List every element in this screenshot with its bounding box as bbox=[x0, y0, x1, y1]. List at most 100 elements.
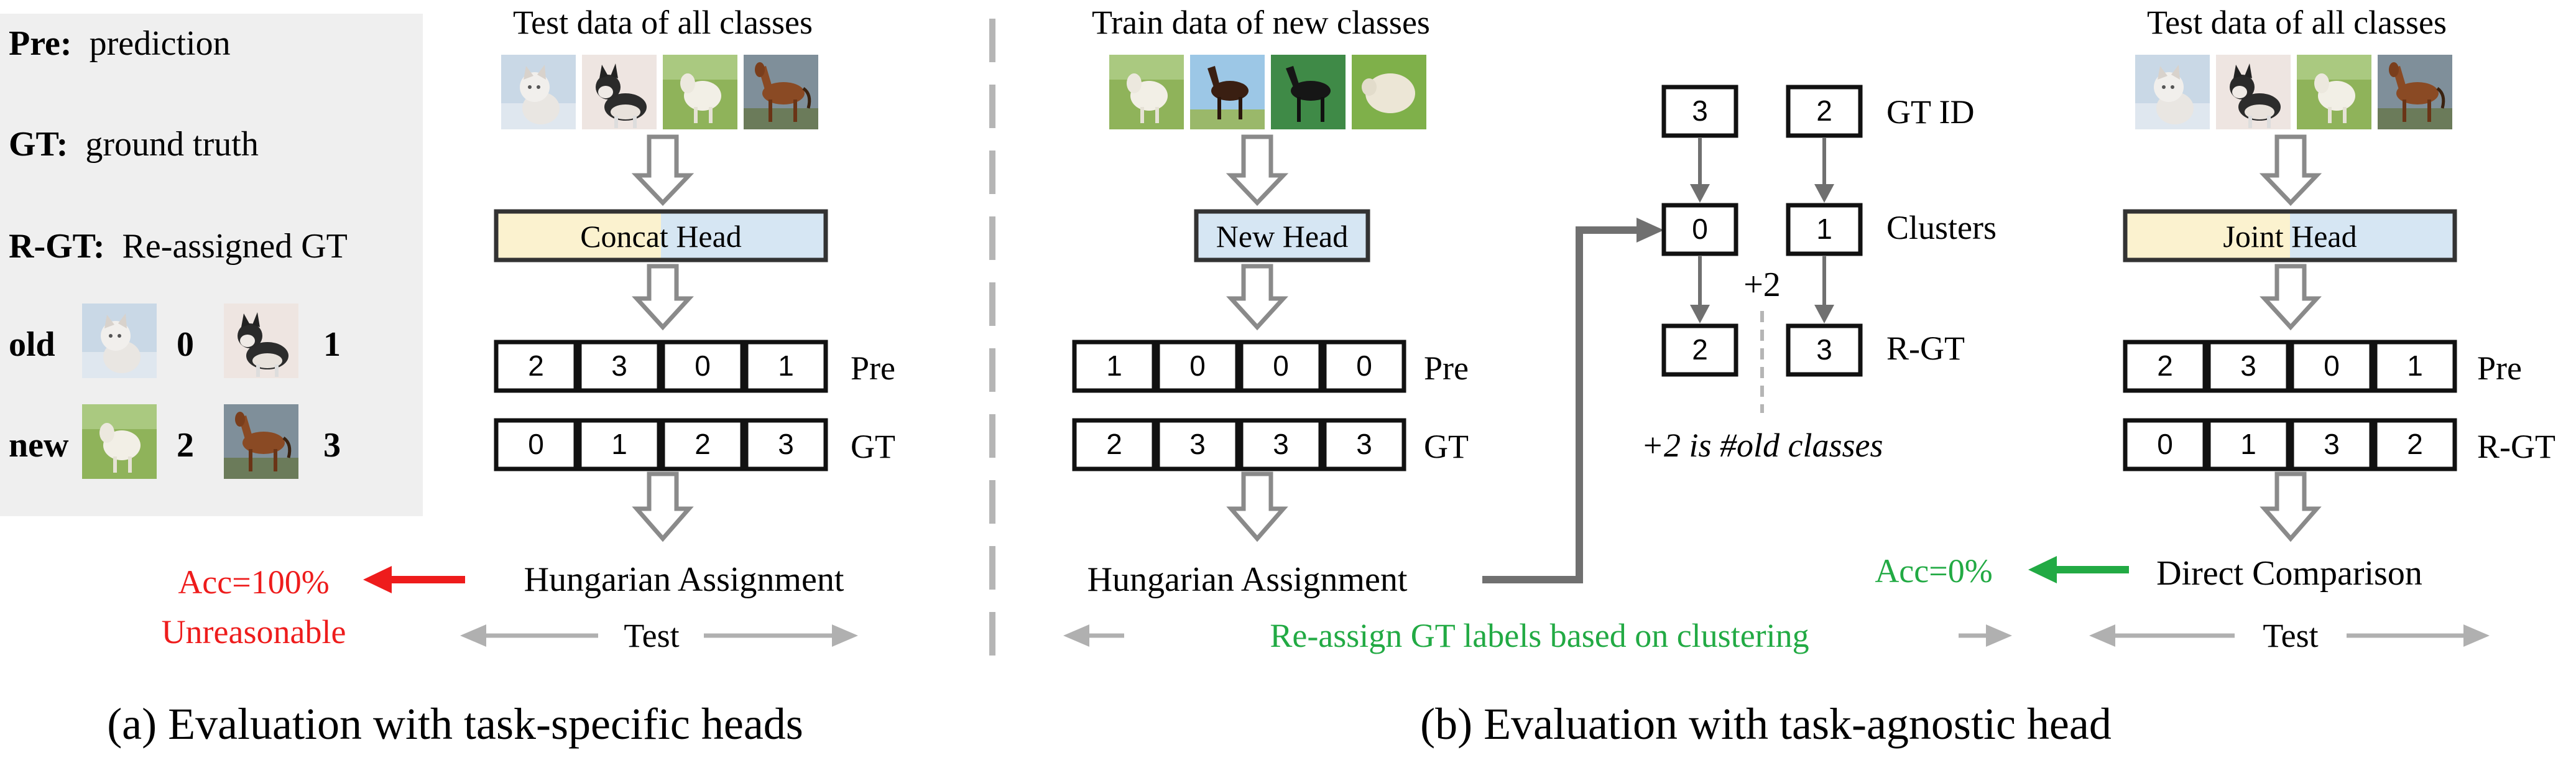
panel-b-left-down-arrow-2 bbox=[1226, 264, 1288, 331]
pre-value: 0 bbox=[2324, 350, 2340, 382]
gt-value: 3 bbox=[1356, 428, 1372, 460]
legend-new-id-3: 3 bbox=[323, 426, 341, 465]
panel-b-left-down-arrow-1 bbox=[1226, 134, 1289, 206]
gt-value: 3 bbox=[1273, 428, 1289, 460]
panel-b-right-horse-image bbox=[2378, 55, 2452, 129]
pre-cell bbox=[494, 340, 578, 393]
pre-value: 0 bbox=[695, 350, 711, 382]
legend-background bbox=[0, 14, 423, 516]
panel-b-left: Train data of new classes New Head 1 0 0… bbox=[1072, 4, 1664, 599]
pre-cell bbox=[1155, 340, 1240, 393]
gt-value: 2 bbox=[1106, 428, 1122, 460]
gt-cell bbox=[1072, 418, 1156, 471]
pre-value: 3 bbox=[611, 350, 627, 382]
panel-a-test-range-left-head bbox=[460, 624, 486, 647]
gt-id-cell-0 bbox=[1661, 85, 1738, 138]
panel-b-test-label: Test bbox=[2263, 617, 2318, 654]
panel-b-left-down-arrow-3 bbox=[1226, 471, 1288, 542]
gt-cell bbox=[494, 418, 578, 471]
panel-a: Test data of all classes Concat Head 2 3… bbox=[107, 4, 895, 749]
panel-b-right-rgt-row: 0 1 3 2 bbox=[2123, 418, 2457, 471]
panel-b-left-pre-label: Pre bbox=[1424, 350, 1469, 387]
joint-head-label: Joint Head bbox=[2223, 219, 2357, 254]
panel-b-mid: 3 2 GT ID 0 1 Clusters +2 2 3 R-GT +2 is… bbox=[1063, 85, 2012, 656]
legend-new-id-2: 2 bbox=[177, 426, 194, 465]
legend-gt: GT: ground truth bbox=[9, 125, 259, 164]
pre-value: 0 bbox=[1356, 350, 1372, 382]
panel-b-left-gt-row: 2 3 3 3 bbox=[1072, 418, 1406, 471]
panel-a-test-label: Test bbox=[624, 617, 679, 654]
panel-b-right-husky-image bbox=[2216, 55, 2291, 129]
panel-b-test-range-left-head bbox=[2089, 624, 2115, 647]
panel-a-test-label-bg bbox=[598, 616, 704, 656]
legend-pre-value: prediction bbox=[90, 24, 231, 63]
panel-a-horse-image bbox=[744, 55, 818, 129]
legend-old-label: old bbox=[9, 325, 55, 364]
gt-value: 3 bbox=[778, 428, 794, 460]
pre-cell bbox=[1239, 340, 1323, 393]
rgt-value: 2 bbox=[2407, 428, 2423, 460]
panel-b-right-down-arrow-3 bbox=[2260, 471, 2322, 542]
panel-a-down-arrow-3 bbox=[632, 471, 694, 542]
gt-cell bbox=[1322, 418, 1406, 471]
legend-pre: Pre: prediction bbox=[9, 24, 231, 63]
rgt-cell bbox=[2206, 418, 2291, 471]
cluster-value-0: 0 bbox=[1692, 213, 1708, 245]
gt-value: 2 bbox=[695, 428, 711, 460]
rgt-value: 3 bbox=[2324, 428, 2340, 460]
rgt-cell-1 bbox=[1786, 323, 1863, 377]
gt-cell bbox=[1239, 418, 1323, 471]
gt-cell bbox=[577, 418, 662, 471]
pre-cell bbox=[2123, 340, 2207, 393]
panel-b-train-black-horse-image bbox=[1271, 55, 1346, 129]
pre-value: 1 bbox=[2407, 350, 2423, 382]
new-head-box bbox=[1194, 209, 1370, 262]
legend-panel: Pre: prediction GT: ground truth R-GT: R… bbox=[0, 14, 423, 516]
rgt-cell bbox=[2373, 418, 2457, 471]
pre-value: 0 bbox=[1189, 350, 1206, 382]
legend-husky-image bbox=[224, 304, 298, 378]
clusters-label: Clusters bbox=[1886, 209, 1997, 246]
gt-id-value-1: 2 bbox=[1816, 95, 1832, 127]
cluster-value-1: 1 bbox=[1816, 213, 1832, 245]
panel-b-right-rgt-label: R-GT bbox=[2477, 428, 2555, 465]
pre-value: 1 bbox=[778, 350, 794, 382]
panel-b-test-label-bg bbox=[2235, 616, 2347, 656]
pre-value: 2 bbox=[2157, 350, 2173, 382]
panel-a-husky-image bbox=[582, 55, 657, 129]
pre-cell bbox=[577, 340, 662, 393]
rgt-value: 1 bbox=[2240, 428, 2256, 460]
panel-a-test-range-right-head bbox=[832, 624, 858, 647]
legend-old-id-0: 0 bbox=[177, 325, 194, 364]
rgt-label: R-GT bbox=[1886, 330, 1965, 367]
panel-b-left-title: Train data of new classes bbox=[1092, 4, 1430, 41]
panel-b-left-pre-row: 1 0 0 0 bbox=[1072, 340, 1406, 393]
acc-red-arrow-head bbox=[363, 566, 392, 593]
legend-old-id-1: 1 bbox=[323, 325, 341, 364]
acc-green-arrow-head bbox=[2028, 556, 2057, 583]
legend-rgt-key: R-GT: bbox=[9, 227, 105, 266]
pre-cell bbox=[2206, 340, 2291, 393]
assignment-to-clusters-arrowhead bbox=[1637, 218, 1664, 243]
pre-value: 3 bbox=[2240, 350, 2256, 382]
panel-b-right-sheep-image bbox=[2297, 55, 2371, 129]
pre-value: 0 bbox=[1273, 350, 1289, 382]
legend-rgt-value: Re-assigned GT bbox=[122, 227, 348, 266]
pre-value: 2 bbox=[528, 350, 544, 382]
reassign-range-right-head bbox=[1986, 624, 2012, 647]
pre-cell bbox=[1072, 340, 1156, 393]
gt-value: 3 bbox=[1189, 428, 1206, 460]
rgt-value-1: 3 bbox=[1816, 333, 1832, 366]
rgt-value-0: 2 bbox=[1692, 333, 1708, 366]
panel-b-train-sheep-image bbox=[1109, 55, 1184, 129]
panel-b-train-horse-image bbox=[1190, 55, 1265, 129]
panel-a-caption: (a) Evaluation with task-specific heads bbox=[107, 699, 803, 749]
concat-head-label: Concat Head bbox=[580, 219, 742, 254]
gt-id-to-cluster-head-1 bbox=[1814, 184, 1834, 203]
pre-cell bbox=[744, 340, 828, 393]
joint-head-box bbox=[2123, 209, 2457, 262]
panel-b-right-kitten-image bbox=[2135, 55, 2210, 129]
gt-cell bbox=[660, 418, 745, 471]
panel-a-gt-label: GT bbox=[851, 428, 895, 465]
cluster-to-rgt-head-0 bbox=[1690, 305, 1710, 323]
